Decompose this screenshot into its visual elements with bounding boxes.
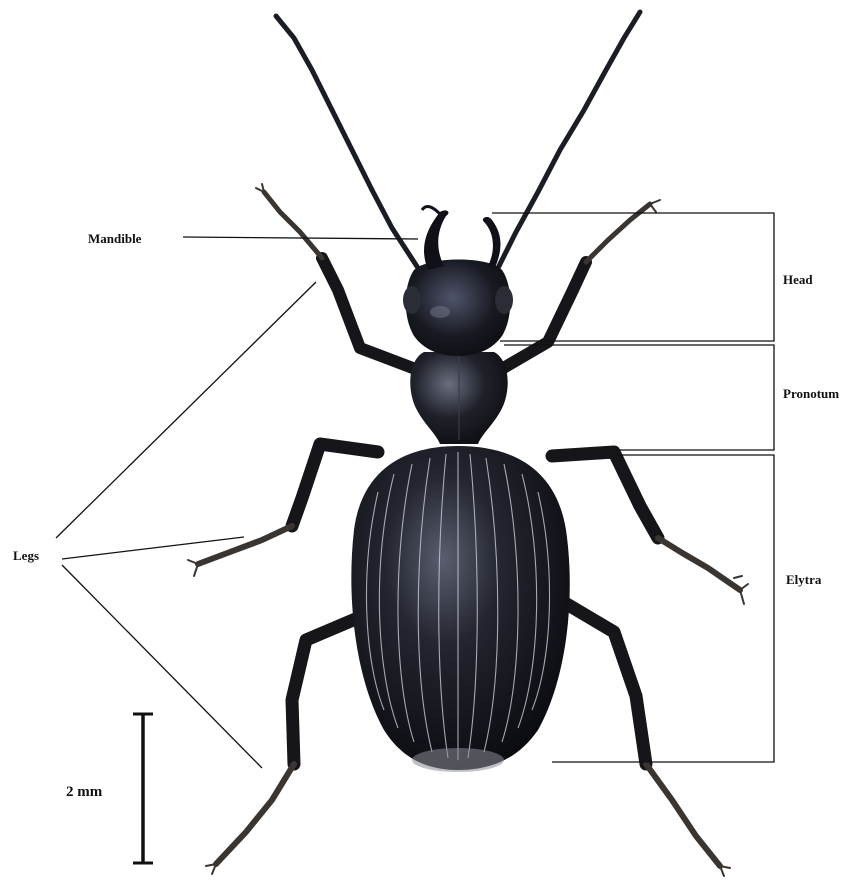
scale-bar-label: 2 mm bbox=[66, 784, 103, 800]
middle-right-leg bbox=[552, 452, 748, 604]
mandible-label: Mandible bbox=[88, 231, 142, 246]
legs-label: Legs bbox=[13, 548, 39, 563]
elytra-label: Elytra bbox=[786, 572, 822, 587]
head-shape bbox=[406, 260, 511, 357]
pronotum-bracket bbox=[504, 345, 774, 450]
legs-leader-line-hind bbox=[62, 565, 262, 768]
beetle-illustration bbox=[188, 12, 748, 876]
hind-right-leg bbox=[560, 600, 730, 876]
legs-leader-line-front bbox=[56, 282, 316, 538]
mandible-leader-line bbox=[183, 237, 418, 239]
pronotum-label: Pronotum bbox=[783, 386, 839, 401]
head-label: Head bbox=[783, 272, 813, 287]
abdomen-tip bbox=[412, 748, 504, 772]
scale-bar bbox=[133, 714, 153, 863]
head-bracket bbox=[492, 213, 774, 341]
middle-left-leg bbox=[188, 444, 378, 576]
front-left-leg bbox=[256, 184, 418, 370]
hind-left-leg bbox=[206, 612, 372, 874]
